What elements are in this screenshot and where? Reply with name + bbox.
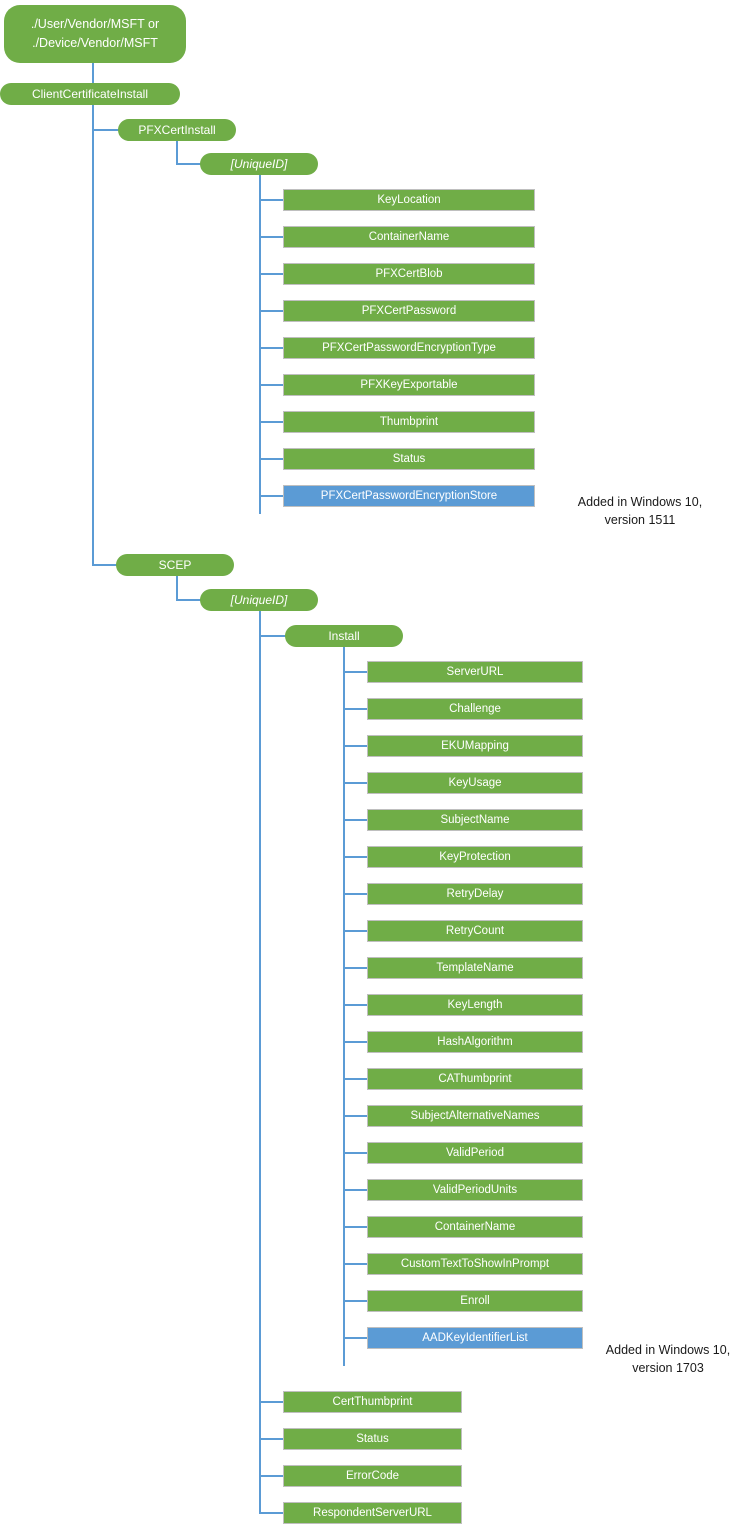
connector-to-leaf <box>343 745 367 747</box>
leaf-node[interactable]: ErrorCode <box>283 1465 462 1487</box>
connector-pfx-uniqueid-trunk <box>259 175 261 514</box>
leaf-node[interactable]: ValidPeriod <box>367 1142 583 1164</box>
connector-to-leaf <box>343 930 367 932</box>
connector-scep-to-uniqueid <box>176 599 204 601</box>
leaf-node[interactable]: RetryCount <box>367 920 583 942</box>
connector-to-leaf <box>343 1152 367 1154</box>
leaf-node[interactable]: KeyLength <box>367 994 583 1016</box>
connector-to-leaf <box>343 1300 367 1302</box>
leaf-node[interactable]: PFXCertPasswordEncryptionType <box>283 337 535 359</box>
leaf-node[interactable]: TemplateName <box>367 957 583 979</box>
node-scep-unique-id[interactable]: [UniqueID] <box>200 589 318 611</box>
leaf-node[interactable]: RetryDelay <box>367 883 583 905</box>
connector-scep-uniqueid-trunk <box>259 611 261 1513</box>
connector-to-leaf <box>259 1475 283 1477</box>
connector-to-leaf <box>259 199 283 201</box>
node-pfx-cert-install[interactable]: PFXCertInstall <box>118 119 236 141</box>
leaf-node[interactable]: KeyProtection <box>367 846 583 868</box>
leaf-node[interactable]: Challenge <box>367 698 583 720</box>
connector-to-leaf <box>343 1004 367 1006</box>
connector-to-leaf <box>259 1401 283 1403</box>
connector-to-leaf <box>259 384 283 386</box>
connector-to-leaf <box>259 458 283 460</box>
leaf-node[interactable]: CAThumbprint <box>367 1068 583 1090</box>
connector-to-leaf <box>343 967 367 969</box>
connector-to-leaf <box>343 782 367 784</box>
leaf-node[interactable]: ValidPeriodUnits <box>367 1179 583 1201</box>
leaf-node[interactable]: EKUMapping <box>367 735 583 757</box>
connector-to-leaf <box>343 1115 367 1117</box>
connector-to-leaf <box>343 708 367 710</box>
leaf-node[interactable]: SubjectName <box>367 809 583 831</box>
connector-to-leaf <box>259 1438 283 1440</box>
leaf-node[interactable]: CustomTextToShowInPrompt <box>367 1253 583 1275</box>
leaf-node[interactable]: PFXCertBlob <box>283 263 535 285</box>
node-root-path[interactable]: ./User/Vendor/MSFT or ./Device/Vendor/MS… <box>4 5 186 63</box>
leaf-node[interactable]: Thumbprint <box>283 411 535 433</box>
connector-to-leaf <box>259 495 283 497</box>
annotation-aad-added: Added in Windows 10, version 1703 <box>605 1343 731 1376</box>
leaf-node[interactable]: RespondentServerURL <box>283 1502 462 1524</box>
connector-to-leaf <box>343 671 367 673</box>
connector-root-trunk <box>92 63 94 566</box>
leaf-node[interactable]: KeyUsage <box>367 772 583 794</box>
annotation-pfx-added: Added in Windows 10, version 1511 <box>577 495 703 528</box>
connector-scep-vertical <box>176 576 178 600</box>
connector-to-leaf <box>343 856 367 858</box>
leaf-node[interactable]: ContainerName <box>283 226 535 248</box>
node-scep-install[interactable]: Install <box>285 625 403 647</box>
leaf-node[interactable]: PFXCertPassword <box>283 300 535 322</box>
connector-scep-uniqueid-to-install <box>259 635 287 637</box>
leaf-node[interactable]: Enroll <box>367 1290 583 1312</box>
connector-install-trunk <box>343 647 345 1366</box>
leaf-node[interactable]: HashAlgorithm <box>367 1031 583 1053</box>
node-client-certificate-install[interactable]: ClientCertificateInstall <box>0 83 180 105</box>
leaf-node[interactable]: KeyLocation <box>283 189 535 211</box>
leaf-node[interactable]: CertThumbprint <box>283 1391 462 1413</box>
leaf-node[interactable]: PFXCertPasswordEncryptionStore <box>283 485 535 507</box>
connector-pfx-vertical <box>176 141 178 164</box>
connector-to-leaf <box>343 1337 367 1339</box>
connector-to-leaf <box>343 1041 367 1043</box>
connector-to-leaf <box>343 893 367 895</box>
leaf-node[interactable]: AADKeyIdentifierList <box>367 1327 583 1349</box>
leaf-node[interactable]: SubjectAlternativeNames <box>367 1105 583 1127</box>
connector-to-scep <box>92 564 120 566</box>
connector-to-leaf <box>343 1189 367 1191</box>
connector-to-leaf <box>343 1078 367 1080</box>
leaf-node[interactable]: ContainerName <box>367 1216 583 1238</box>
leaf-node[interactable]: PFXKeyExportable <box>283 374 535 396</box>
connector-to-leaf <box>343 1263 367 1265</box>
connector-to-leaf <box>259 347 283 349</box>
leaf-node[interactable]: ServerURL <box>367 661 583 683</box>
connector-to-leaf <box>343 819 367 821</box>
connector-pfx-to-uniqueid <box>176 163 204 165</box>
leaf-node[interactable]: Status <box>283 448 535 470</box>
node-scep[interactable]: SCEP <box>116 554 234 576</box>
connector-to-leaf <box>259 273 283 275</box>
connector-to-leaf <box>259 1512 283 1514</box>
connector-to-leaf <box>259 421 283 423</box>
connector-to-leaf <box>259 310 283 312</box>
connector-to-leaf <box>259 236 283 238</box>
leaf-node[interactable]: Status <box>283 1428 462 1450</box>
connector-to-pfx-cert-install <box>92 129 120 131</box>
node-pfx-unique-id[interactable]: [UniqueID] <box>200 153 318 175</box>
connector-to-leaf <box>343 1226 367 1228</box>
